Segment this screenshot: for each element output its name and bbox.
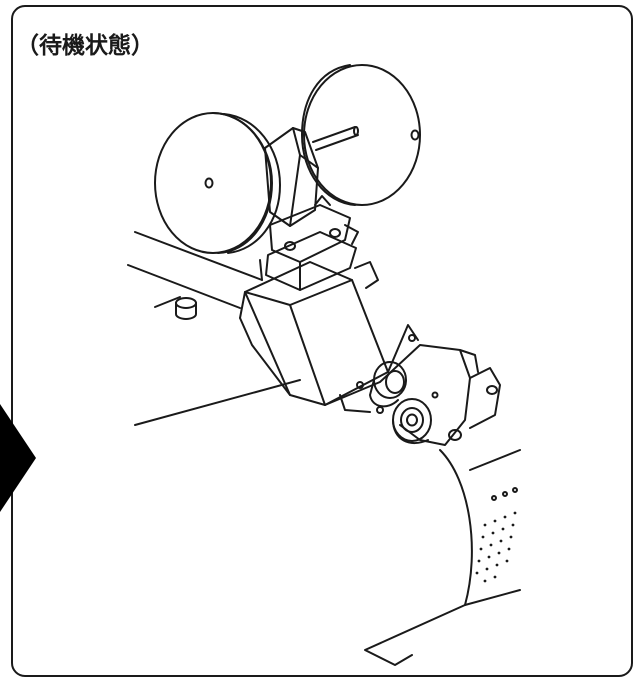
mounting-bracket bbox=[265, 195, 359, 291]
perforation-grid bbox=[475, 511, 517, 583]
machine-bed bbox=[127, 231, 301, 426]
lower-roller bbox=[392, 398, 432, 445]
side-cover bbox=[364, 449, 521, 666]
pointer-triangle-icon bbox=[0, 404, 36, 512]
fasteners bbox=[356, 334, 439, 414]
left-bobbin-disc bbox=[154, 112, 281, 254]
right-bobbin-disc bbox=[301, 64, 421, 206]
spindle-shaft bbox=[312, 126, 359, 151]
bobbin-hub bbox=[264, 127, 319, 227]
upper-roller bbox=[369, 361, 407, 408]
figure-caption: （待機状態） bbox=[16, 33, 154, 59]
figure-frame bbox=[11, 5, 633, 677]
lower-mechanism bbox=[324, 324, 501, 446]
bed-knob bbox=[175, 297, 197, 320]
